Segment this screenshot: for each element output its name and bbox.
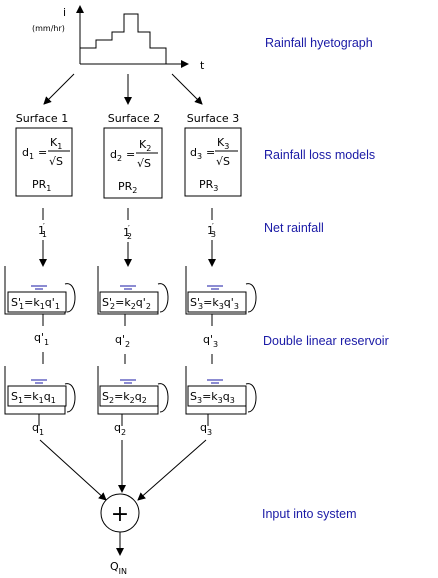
svg-text:q2: q2 (114, 421, 126, 437)
arrow-to-surface-3 (171, 73, 203, 105)
loss-sqrt-s: √S (49, 155, 63, 168)
reservoir-2-box (7, 385, 67, 407)
reservoir-1-box (99, 291, 159, 313)
svg-text:1′2: 1′2 (123, 224, 132, 241)
svg-text:S3=k3q3: S3=k3q3 (190, 390, 235, 405)
hyetograph: i (mm/hr) t (32, 5, 205, 72)
reservoir-2-outflow (245, 383, 257, 413)
y-axis-unit: (mm/hr) (32, 24, 65, 33)
loss-d-sub: 1 (29, 152, 34, 161)
svg-text:QIN: QIN (110, 560, 127, 576)
loss-k-sub: 1 (57, 142, 62, 151)
loss-k: K (217, 136, 225, 149)
svg-text:d1: d1 (22, 146, 34, 161)
storage-label: S (11, 390, 18, 403)
outflow-1-label: q' (34, 331, 44, 344)
reservoir-2-outflow (64, 383, 76, 413)
net-rainfall-sub: 1 (42, 230, 47, 239)
plus-icon: + (111, 502, 129, 527)
outflow-1-label: q' (115, 333, 125, 346)
loss-model-box (103, 127, 163, 199)
loss-d: d (22, 146, 29, 159)
pr-label: PR (199, 178, 214, 191)
net-rainfall-value: 1 (38, 224, 45, 237)
hyetograph-steps (80, 13, 167, 64)
svg-text:=: = (206, 146, 215, 159)
annotation-net-rainfall: Net rainfall (264, 221, 324, 235)
svg-text:q'3: q'3 (203, 333, 218, 349)
svg-text:PR3: PR3 (199, 178, 218, 193)
arrow-from-surface-1 (39, 439, 107, 501)
svg-text:q1: q1 (32, 421, 44, 437)
reservoir-1-outflow (245, 283, 257, 313)
surface-title: Surface 2 (108, 112, 160, 125)
loss-model-box (15, 127, 73, 197)
reservoir-2-outflow (157, 383, 169, 413)
output-sub: IN (119, 567, 127, 576)
pr-label: PR (32, 178, 47, 191)
summation-node: + QIN (100, 493, 140, 576)
net-rainfall-value: 1 (207, 224, 214, 237)
annotation-hyetograph: Rainfall hyetograph (265, 36, 373, 50)
svg-text:=: = (126, 148, 135, 161)
svg-text:d2: d2 (110, 148, 122, 163)
net-rainfall-value: 1 (123, 226, 130, 239)
svg-text:PR2: PR2 (118, 180, 137, 195)
arrow-from-surface-3 (137, 439, 207, 501)
svg-text:S'2=k2q'2: S'2=k2q'2 (102, 296, 151, 311)
y-axis-label: i (63, 6, 66, 19)
svg-text:1′1: 1′1 (38, 222, 47, 239)
pr-label: PR (118, 180, 133, 193)
loss-sqrt-s: √S (216, 155, 230, 168)
svg-text:=: = (38, 146, 47, 159)
surface-column-1: Surface 1 d1 = K1 √S PR1 1′1 S'1=k1q'1 q… (4, 112, 76, 437)
arrow-to-surface-1 (43, 73, 75, 105)
loss-d: d (190, 146, 197, 159)
annotation-loss-models: Rainfall loss models (264, 148, 375, 162)
pr-sub: 1 (46, 184, 51, 193)
loss-d: d (110, 148, 117, 161)
loss-sqrt-s: √S (137, 157, 151, 170)
loss-k: K (50, 136, 58, 149)
annotation-input: Input into system (262, 507, 357, 521)
svg-text:S'1=k1q'1: S'1=k1q'1 (11, 296, 60, 311)
outflow-2-label: q (114, 421, 121, 434)
storage-label: S (190, 390, 197, 403)
svg-text:S1=k1q1: S1=k1q1 (11, 390, 56, 405)
annotation-reservoir: Double linear reservoir (263, 334, 389, 348)
surface-column-2: Surface 2 d2 = K2 √S PR2 1′2 S'2=k2q'2 q… (97, 112, 169, 437)
surface-title: Surface 1 (16, 112, 68, 125)
outflow-2-label: q (200, 421, 207, 434)
svg-text:K2: K2 (139, 138, 151, 153)
reservoir-1-box (7, 291, 67, 313)
surface-title: Surface 3 (187, 112, 239, 125)
outflow-2-label: q (32, 421, 39, 434)
storage-label: S (102, 390, 109, 403)
output-label: Q (110, 560, 119, 573)
svg-text:q'2: q'2 (115, 333, 130, 349)
svg-text:1′3: 1′3 (207, 222, 216, 239)
reservoir-2-box (187, 385, 247, 407)
storage-label: S' (11, 296, 21, 309)
svg-text:q3: q3 (200, 421, 212, 437)
reservoir-1-box (187, 291, 247, 313)
reservoir-1-outflow (64, 283, 76, 313)
svg-text:PR1: PR1 (32, 178, 51, 193)
reservoir-1-outflow (157, 283, 169, 313)
loss-k: K (139, 138, 147, 151)
storage-label: S' (190, 296, 200, 309)
reservoir-2-box (99, 385, 159, 407)
svg-text:K1: K1 (50, 136, 62, 151)
x-axis-label: t (200, 59, 205, 72)
svg-text:d3: d3 (190, 146, 202, 161)
outflow-1-label: q' (203, 333, 213, 346)
svg-text:K3: K3 (217, 136, 229, 151)
loss-model-box (184, 127, 242, 197)
svg-text:q'1: q'1 (34, 331, 49, 347)
svg-text:S2=k2q2: S2=k2q2 (102, 390, 147, 405)
svg-text:S'3=k3q'3: S'3=k3q'3 (190, 296, 239, 311)
storage-label: S' (102, 296, 112, 309)
surface-column-3: Surface 3 d3 = K3 √S PR3 1′3 S'3=k3q'3 q… (184, 112, 257, 437)
